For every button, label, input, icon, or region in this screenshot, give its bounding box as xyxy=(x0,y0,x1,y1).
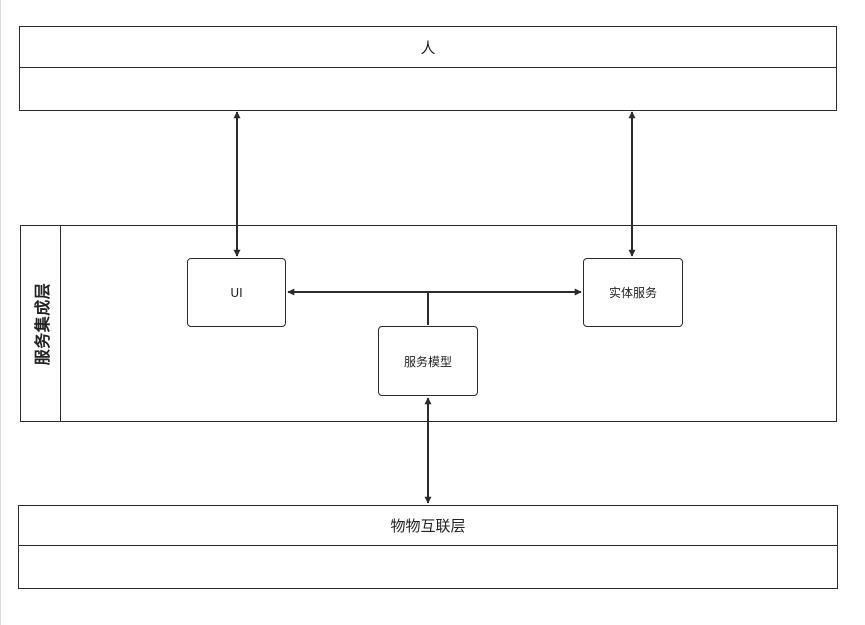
page-edge xyxy=(0,0,1,625)
node-entity-service[interactable]: 实体服务 xyxy=(583,258,683,327)
node-service-model[interactable]: 服务模型 xyxy=(378,326,478,396)
lane-iot[interactable]: 物物互联层 xyxy=(18,505,838,589)
node-service-model-label: 服务模型 xyxy=(403,354,452,369)
lane-iot-label: 物物互联层 xyxy=(390,517,466,535)
lane-iot-header: 物物互联层 xyxy=(19,506,837,546)
lane-person-label: 人 xyxy=(420,38,436,57)
node-ui-label: UI xyxy=(230,285,243,300)
node-ui[interactable]: UI xyxy=(187,258,286,327)
pool-header: 服务集成层 xyxy=(21,226,61,421)
lane-person[interactable]: 人 xyxy=(19,26,837,111)
pool-title: 服务集成层 xyxy=(33,282,52,366)
lane-person-header: 人 xyxy=(20,27,836,68)
node-entity-service-label: 实体服务 xyxy=(608,286,657,300)
